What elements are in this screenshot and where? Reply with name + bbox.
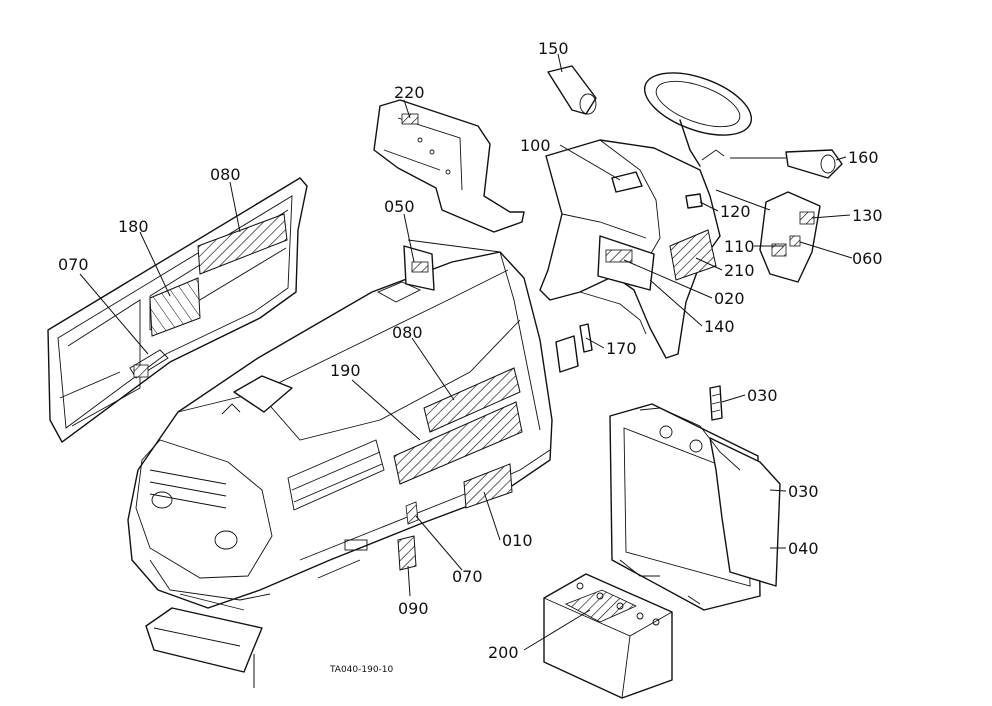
callout-020: 020 — [714, 289, 745, 308]
decal-070-lower — [405, 501, 419, 525]
lever-knob-150 — [547, 65, 597, 115]
callout-180: 180 — [118, 217, 149, 236]
callout-170: 170 — [606, 339, 637, 358]
callout-050: 050 — [384, 197, 415, 216]
callout-070-lower: 070 — [452, 567, 483, 586]
decal-080-lower — [423, 367, 521, 433]
callout-080-lower: 080 — [392, 323, 423, 342]
battery — [543, 573, 673, 699]
callout-150: 150 — [538, 39, 569, 58]
decal-010 — [463, 463, 513, 509]
clip-170 — [555, 323, 593, 373]
callout-080-upper: 080 — [210, 165, 241, 184]
callout-070-upper: 070 — [58, 255, 89, 274]
callout-040: 040 — [788, 539, 819, 558]
radiator-assembly — [609, 403, 781, 611]
callout-110: 110 — [724, 237, 755, 256]
decal-090 — [397, 535, 417, 571]
lever-knob-160 — [730, 149, 843, 179]
callout-030-upper: 030 — [747, 386, 778, 405]
callout-130: 130 — [852, 206, 883, 225]
callout-120: 120 — [720, 202, 751, 221]
callout-160: 160 — [848, 148, 879, 167]
callout-010: 010 — [502, 531, 533, 550]
hose-030 — [709, 385, 723, 421]
tool-box — [145, 607, 263, 688]
switch-panel — [715, 189, 821, 283]
drawing-reference-number: TA040-190-10 — [329, 665, 394, 675]
decal-190 — [393, 401, 523, 485]
step-panel — [373, 99, 525, 233]
decal-180 — [149, 277, 201, 337]
dashboard-assembly — [539, 72, 753, 359]
callout-060: 060 — [852, 249, 883, 268]
callout-090: 090 — [398, 599, 429, 618]
bonnet-assembly — [127, 239, 553, 611]
callout-210: 210 — [724, 261, 755, 280]
decal-210 — [669, 229, 717, 281]
callout-030-lower: 030 — [788, 482, 819, 501]
callout-220: 220 — [394, 83, 425, 102]
callout-labels: 150 220 100 160 080 050 120 130 180 110 … — [58, 39, 883, 662]
callout-100: 100 — [520, 136, 551, 155]
leader-lines — [79, 53, 853, 651]
decal-080-upper — [197, 213, 288, 275]
callout-200: 200 — [488, 643, 519, 662]
callout-140: 140 — [704, 317, 735, 336]
decal-050 — [403, 245, 435, 291]
callout-190: 190 — [330, 361, 361, 380]
